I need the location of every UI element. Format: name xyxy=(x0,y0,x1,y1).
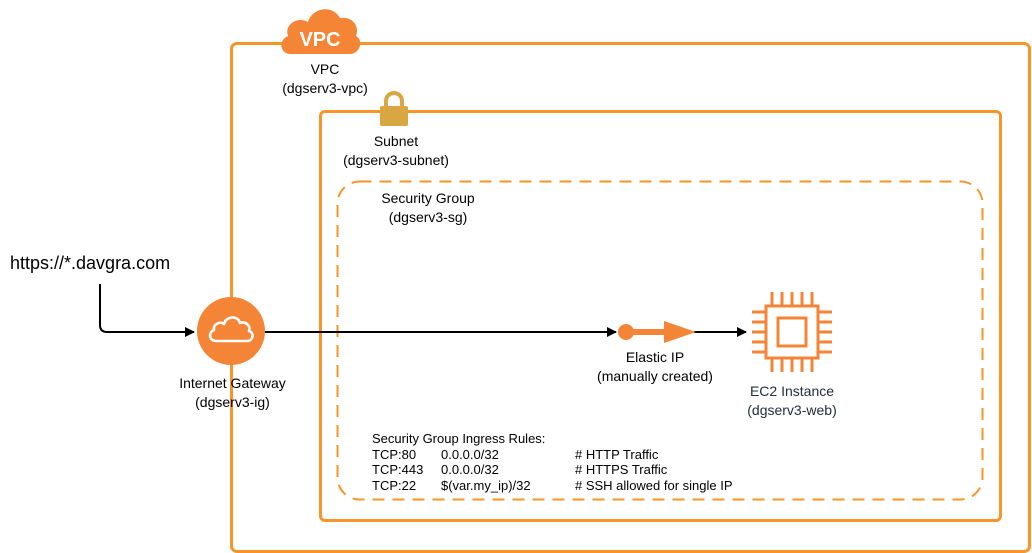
rule-cidr: 0.0.0.0/32 xyxy=(441,446,499,462)
elastic-ip-label-name: (manually created) xyxy=(597,368,713,384)
elastic-ip-label: Elastic IP (manually created) xyxy=(585,348,725,386)
security-group-label-title: Security Group xyxy=(381,190,475,206)
rule-comment: # HTTP Traffic xyxy=(575,446,659,462)
vpc-label-title: VPC xyxy=(310,61,340,77)
ec2-label: EC2 Instance (dgserv3-web) xyxy=(730,382,854,420)
vpc-label: VPC (dgserv3-vpc) xyxy=(265,60,385,98)
rules-title: Security Group Ingress Rules: xyxy=(372,431,546,446)
internet-gateway-label: Internet Gateway (dgserv3-ig) xyxy=(160,374,305,412)
rule-cidr: 0.0.0.0/32 xyxy=(441,462,499,477)
ec2-label-name: (dgserv3-web) xyxy=(747,402,837,418)
rule-row: TCP:80 0.0.0.0/32 # HTTP Traffic xyxy=(372,447,733,463)
rule-port: TCP:22 xyxy=(372,477,417,493)
elastic-ip-label-title: Elastic IP xyxy=(625,349,685,365)
url-label: https://*.davgra.com xyxy=(10,253,171,273)
internet-gateway-label-name: (dgserv3-ig) xyxy=(195,394,270,410)
vpc-badge-icon: VPC xyxy=(281,9,361,54)
subnet-label-name: (dgserv3-subnet) xyxy=(343,152,449,168)
vpc-label-name: (dgserv3-vpc) xyxy=(282,80,368,96)
chip-icon xyxy=(752,292,832,372)
edge-url-to-gateway xyxy=(99,284,195,337)
rule-comment: # SSH allowed for single IP xyxy=(575,477,733,493)
cloud-icon xyxy=(197,297,265,365)
subnet-label-title: Subnet xyxy=(373,133,419,149)
ec2-label-title: EC2 Instance xyxy=(749,383,835,399)
internet-gateway-label-title: Internet Gateway xyxy=(179,375,286,391)
lock-icon xyxy=(380,91,408,126)
rule-port: TCP:80 xyxy=(372,446,417,462)
security-group-label: Security Group (dgserv3-sg) xyxy=(363,189,493,227)
rule-row: TCP:443 0.0.0.0/32 # HTTPS Traffic xyxy=(372,462,733,478)
rule-cidr: $(var.my_ip)/32 xyxy=(441,477,531,493)
security-group-container xyxy=(336,180,984,501)
rule-row: TCP:22 $(var.my_ip)/32 # SSH allowed for… xyxy=(372,478,733,494)
subnet-label: Subnet (dgserv3-subnet) xyxy=(326,132,466,170)
rule-port: TCP:443 xyxy=(372,462,424,477)
vpc-badge-text: VPC xyxy=(299,29,340,51)
security-group-rules: Security Group Ingress Rules: TCP:80 0.0… xyxy=(372,431,733,493)
security-group-label-name: (dgserv3-sg) xyxy=(388,209,468,225)
rule-comment: # HTTPS Traffic xyxy=(575,462,668,477)
elastic-ip-icon xyxy=(618,321,696,343)
subnet-container xyxy=(319,110,1002,522)
